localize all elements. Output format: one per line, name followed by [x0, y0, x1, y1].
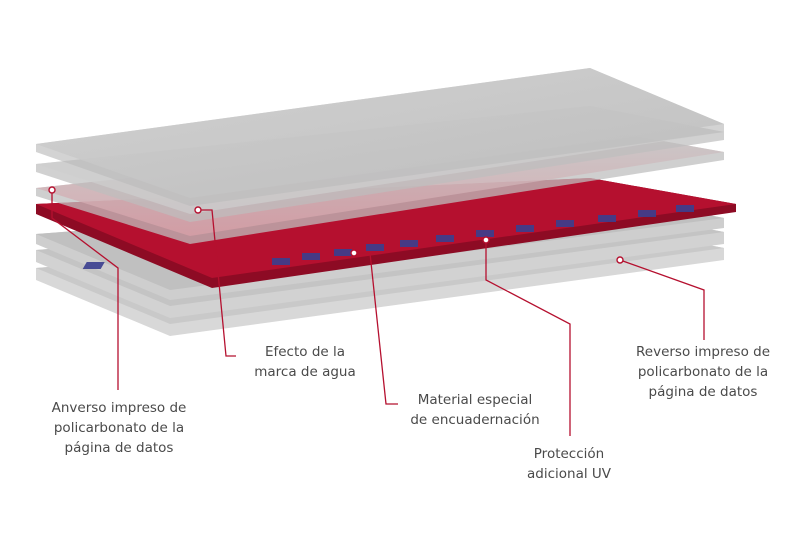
- dot-reverso: [616, 256, 624, 264]
- label-proteccion: Protección adicional UV: [514, 444, 624, 484]
- dot-proteccion: [482, 236, 490, 244]
- dot-anverso: [48, 186, 56, 194]
- top-layer-1: [36, 68, 724, 206]
- label-anverso-line-3: página de datos: [64, 440, 174, 456]
- label-material: Material especial de encuadernación: [400, 390, 550, 430]
- leader-dots: [48, 186, 624, 264]
- dot-material: [350, 249, 358, 257]
- label-reverso-line-2: policarbonato de la: [637, 364, 769, 380]
- label-reverso: Reverso impreso de policarbonato de la p…: [628, 342, 778, 402]
- label-reverso-line-1: Reverso impreso de: [636, 344, 770, 360]
- label-marca-agua: Efecto de la marca de agua: [240, 342, 370, 382]
- leader-reverso: [619, 259, 705, 340]
- label-proteccion-line-2: adicional UV: [526, 466, 611, 482]
- dot-marca-agua: [194, 206, 202, 214]
- leader-lines: [51, 190, 705, 436]
- label-material-line-2: de encuadernación: [410, 412, 540, 428]
- leader-anverso: [51, 190, 119, 390]
- label-anverso-line-2: policarbonato de la: [53, 420, 185, 436]
- label-reverso-line-3: página de datos: [648, 384, 758, 400]
- blue-security-pattern: [82, 205, 694, 269]
- leader-proteccion: [485, 240, 571, 436]
- label-material-line-1: Material especial: [417, 392, 533, 408]
- label-marca-agua-line-2: marca de agua: [254, 364, 356, 380]
- label-anverso-line-1: Anverso impreso de: [51, 400, 187, 416]
- label-anverso: Anverso impreso de policarbonato de la p…: [44, 398, 194, 458]
- leader-material: [354, 252, 398, 405]
- leader-marca-agua: [198, 209, 236, 357]
- label-marca-agua-line-1: Efecto de la: [264, 344, 346, 360]
- label-proteccion-line-1: Protección: [533, 446, 605, 462]
